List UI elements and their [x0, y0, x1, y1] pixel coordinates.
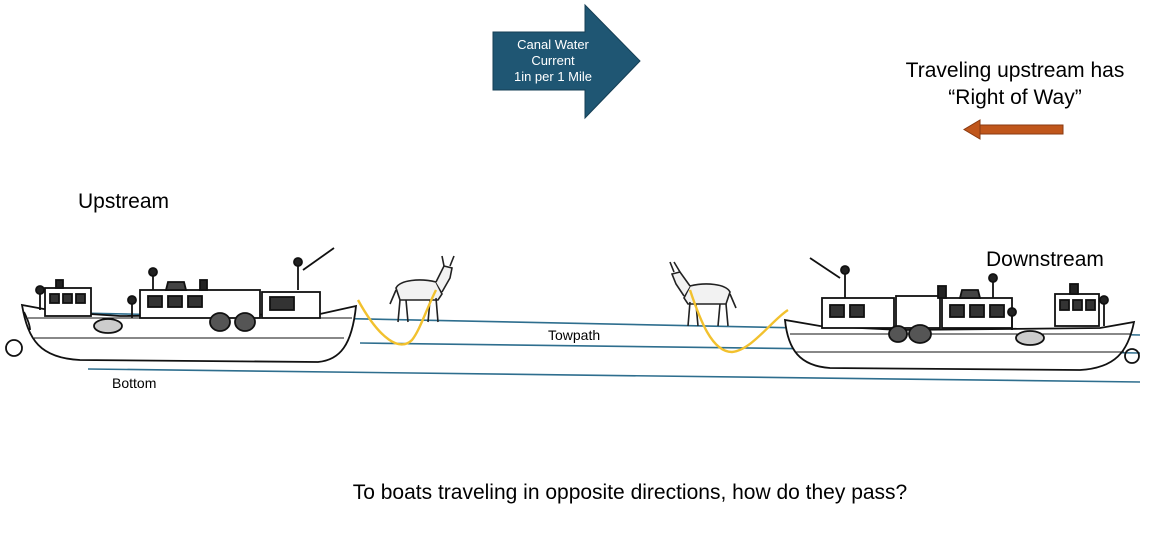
current-line-1: Canal Water [517, 37, 589, 52]
canal-boat-downstream [783, 257, 1140, 371]
right-of-way-arrow [963, 119, 1064, 140]
tow-rope-right [688, 289, 789, 354]
canal-bottom-line [87, 368, 1141, 383]
right-of-way-note: Traveling upstream has “Right of Way” [880, 57, 1150, 111]
water-current-arrow [492, 3, 641, 120]
water-current-label: Canal Water Current 1in per 1 Mile [493, 37, 613, 85]
towpath-label: Towpath [548, 327, 601, 343]
right-of-way-line-2: “Right of Way” [948, 86, 1082, 109]
current-line-3: 1in per 1 Mile [513, 69, 593, 84]
mule-right [669, 261, 737, 327]
tow-rope-left [356, 289, 438, 346]
passing-question: To boats traveling in opposite direction… [352, 481, 908, 504]
downstream-label: Downstream [986, 248, 1104, 271]
right-of-way-line-1: Traveling upstream has [905, 59, 1125, 82]
canal-boat-upstream [5, 247, 358, 363]
bottom-label: Bottom [112, 375, 157, 391]
mule-left [389, 255, 455, 323]
upstream-label: Upstream [78, 190, 170, 213]
current-line-2: Current [531, 53, 575, 68]
